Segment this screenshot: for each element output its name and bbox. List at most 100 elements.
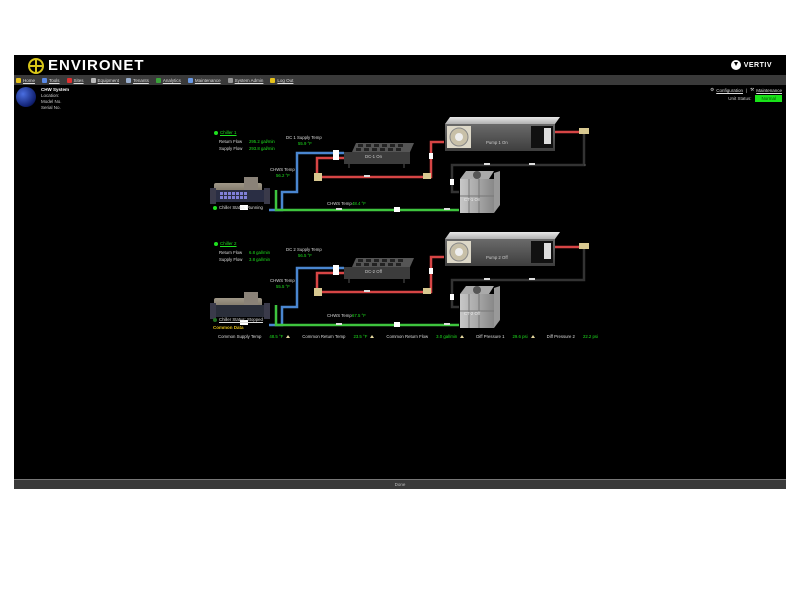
link-separator: | bbox=[746, 87, 748, 93]
stopped-dot bbox=[213, 317, 217, 322]
pump-1 bbox=[445, 117, 560, 151]
common-item-label: Diff Pressure 2 bbox=[546, 334, 575, 339]
chiller-1-supply-flow: 293.8 gal/min bbox=[249, 146, 275, 151]
dc-1-supply-temp-label: DC 1 Supply Temp bbox=[286, 135, 322, 140]
maintenance-icon bbox=[187, 77, 193, 83]
common-item-label: Common Supply Temp bbox=[218, 334, 262, 339]
dc-1-label: DC-1 On bbox=[365, 154, 382, 159]
return-pipe-2 bbox=[317, 140, 444, 179]
sites-icon bbox=[66, 77, 72, 83]
common-item-value: 29.6 psi bbox=[512, 334, 528, 339]
nav-label: Tools bbox=[49, 77, 60, 83]
chiller-2-status: Chiller Status: Stopped bbox=[213, 317, 263, 322]
chiller-1-link[interactable]: Chiller 1 bbox=[214, 130, 237, 135]
chiller-1-supply-flow-label: Supply Flow bbox=[219, 146, 243, 151]
chiller-2-unit bbox=[210, 292, 270, 319]
common-item-value: 23.5 °F bbox=[353, 334, 368, 339]
home-icon bbox=[16, 77, 21, 83]
chiller-2-chwr-temp: 67.5 °F bbox=[352, 313, 366, 318]
nav-label: Home bbox=[23, 77, 36, 83]
nav-item-tools[interactable]: Tools bbox=[42, 77, 60, 83]
location-label: Location: bbox=[41, 93, 60, 98]
system-info: CHW System Location: Model No. Serial No… bbox=[16, 87, 69, 111]
pump-1-label: Pump 1 On bbox=[486, 140, 508, 145]
trend-up-icon[interactable] bbox=[460, 335, 465, 338]
unit-status-badge: Normal bbox=[755, 95, 782, 102]
chiller-1-chwr-temp: 48.4 °F bbox=[352, 201, 366, 206]
chiller-2-chws-temp: 55.5 °F bbox=[276, 284, 290, 289]
chiller-1-chws-temp: 56.2 °F bbox=[276, 173, 290, 178]
top-right-links: ⚙ Configuration | ⚒ Maintenance bbox=[710, 87, 782, 93]
ct-1-label: CT-1 On bbox=[464, 197, 481, 202]
condenser-return-pipe bbox=[274, 190, 459, 212]
common-item-value: 3.0 gal/min bbox=[436, 334, 458, 339]
nav-item-sites[interactable]: Sites bbox=[66, 77, 84, 83]
ct-2-label: CT-2 Off bbox=[464, 311, 481, 316]
common-data-title: Common Data bbox=[213, 325, 244, 330]
nav-label: Sites bbox=[73, 77, 84, 83]
nav-item-system-admin[interactable]: System Admin bbox=[227, 77, 263, 83]
wrench-icon: ⚙ bbox=[710, 87, 715, 92]
common-item-label: Common Return Temp bbox=[302, 334, 346, 339]
tenants-icon bbox=[126, 77, 132, 83]
loop-1 bbox=[210, 117, 589, 213]
common-item-label: Diff Pressure 1 bbox=[476, 334, 505, 339]
nav-item-maintenance[interactable]: Maintenance bbox=[187, 77, 221, 83]
trend-up-icon[interactable] bbox=[530, 335, 535, 338]
maintenance-icon: ⚒ bbox=[750, 87, 755, 92]
ct-supply-pipe bbox=[450, 132, 586, 194]
tools-icon bbox=[42, 77, 48, 83]
chiller-1-chwr-temp-label: CHWS Temp bbox=[327, 201, 352, 206]
common-item-label: Common Return Flow bbox=[386, 334, 429, 339]
chiller-2-return-flow-label: Return Flow bbox=[219, 250, 243, 255]
globe-logo-icon bbox=[28, 57, 44, 74]
model-label: Model No. bbox=[41, 99, 62, 104]
chiller-2-link[interactable]: Chiller 2 bbox=[214, 241, 237, 246]
chiller-2-chwr-temp-label: CHWS Temp bbox=[327, 313, 352, 318]
chiller-2-chws-temp-label: CHWS Temp bbox=[270, 278, 295, 283]
dry-cooler-1 bbox=[344, 143, 414, 168]
trend-up-icon[interactable] bbox=[286, 335, 291, 338]
loop-2 bbox=[210, 232, 589, 328]
dc-1-supply-temp: 55.9 °F bbox=[298, 141, 312, 146]
nav-item-equipment[interactable]: Equipment bbox=[90, 77, 119, 83]
nav-item-tenants[interactable]: Tenants bbox=[126, 77, 149, 83]
chiller-1-status: Chiller Status: Running bbox=[213, 205, 263, 210]
system-admin-icon bbox=[227, 77, 233, 83]
dc-2-label: DC-2 Off bbox=[365, 269, 382, 274]
logout-icon bbox=[270, 77, 276, 83]
chiller-1-return-flow: 295.2 gal/min bbox=[249, 139, 275, 144]
dry-cooler-2 bbox=[344, 258, 414, 283]
common-data-row: Common Supply Temp 48.5 °F Common Return T… bbox=[218, 334, 610, 339]
nav-item-home[interactable]: Home bbox=[16, 77, 36, 83]
chiller-1-unit bbox=[210, 177, 270, 204]
chiller-2-supply-flow: 3.8 gal/min bbox=[249, 257, 271, 262]
chiller-1-return-flow-label: Return Flow bbox=[219, 139, 243, 144]
configuration-link[interactable]: Configuration bbox=[716, 87, 743, 93]
dc-2-supply-temp-label: DC 2 Supply Temp bbox=[286, 247, 322, 252]
common-item-value: 22.2 psi bbox=[582, 334, 598, 339]
app-window: ENVIRONET VERTIV Home Tools Sites Equipment… bbox=[14, 55, 786, 489]
vertiv-mark-icon bbox=[730, 60, 741, 70]
running-dot bbox=[213, 205, 217, 210]
serial-label: Serial No. bbox=[41, 105, 61, 110]
system-name: CHW System bbox=[41, 87, 70, 92]
chiller-2-supply-flow-label: Supply Flow bbox=[219, 257, 243, 262]
maintenance-link[interactable]: Maintenance bbox=[756, 87, 782, 93]
tee-valve bbox=[314, 173, 322, 181]
nav-item-log-out[interactable]: Log Out bbox=[270, 77, 294, 83]
status-bar: Done bbox=[14, 479, 786, 489]
vertiv-logo: VERTIV bbox=[730, 60, 772, 70]
chiller-1-status-dot bbox=[214, 130, 218, 135]
nav-label: Log Out bbox=[277, 77, 294, 83]
unit-status: Unit Status: Normal bbox=[728, 95, 782, 102]
analytics-icon bbox=[155, 77, 161, 83]
pump-2-label: Pump 2 Off bbox=[486, 255, 508, 260]
nav-item-analytics[interactable]: Analytics bbox=[155, 77, 181, 83]
header-bar: ENVIRONET VERTIV bbox=[14, 55, 786, 75]
common-item-value: 48.5 °F bbox=[269, 334, 284, 339]
unit-status-label: Unit Status: bbox=[728, 96, 752, 101]
environet-logo: ENVIRONET bbox=[28, 57, 145, 74]
trend-up-icon[interactable] bbox=[370, 335, 375, 338]
dc-2-supply-temp: 56.5 °F bbox=[298, 253, 312, 258]
